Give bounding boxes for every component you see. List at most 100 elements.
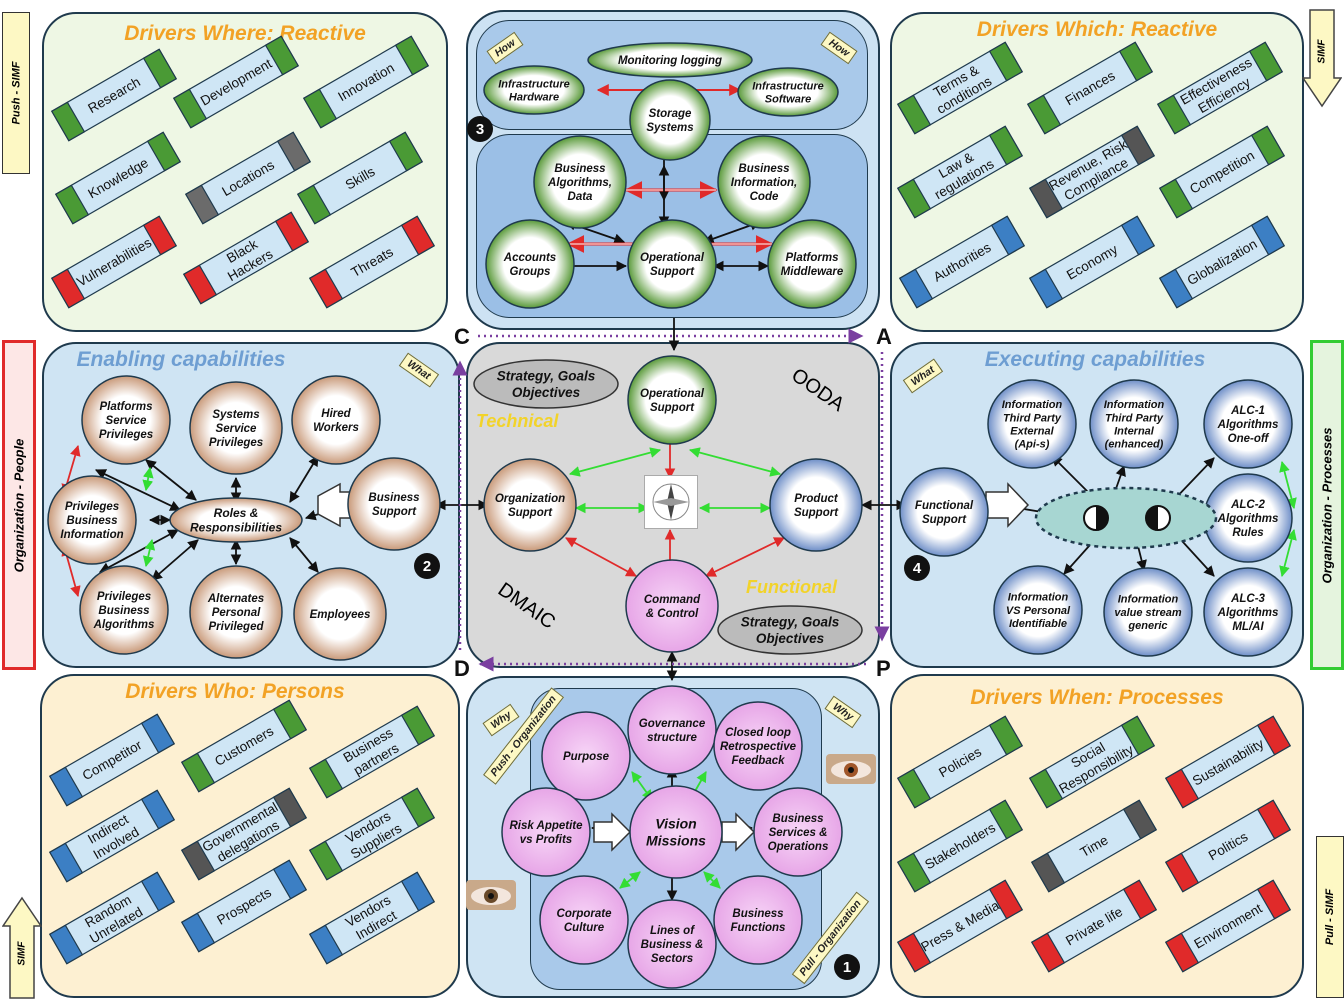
- node-infra-hardware: [483, 65, 585, 115]
- simf-arrow-down: SIMF: [1302, 8, 1342, 108]
- connector-arrow: [99, 529, 179, 573]
- driver-which-item-8: Globalization: [1158, 215, 1286, 309]
- org-processes-label: Organization - Processes: [1310, 340, 1344, 670]
- driver-where-item-4: Locations: [184, 131, 312, 225]
- driver-which-item-0: Terms &conditions: [896, 41, 1024, 135]
- node-vision-missions: [629, 785, 723, 879]
- simf-bottom-left-text: SIMF: [16, 941, 28, 966]
- panel-title-where: Drivers Where: Reactive: [124, 22, 366, 45]
- connector-arrow: [688, 447, 782, 477]
- node-purpose-label: Purpose: [563, 751, 610, 763]
- hub-ellipse: [1034, 486, 1218, 550]
- connector-arrow: [142, 466, 154, 492]
- node-privileges-information: [47, 475, 137, 565]
- hub-node-left-half: [1096, 506, 1108, 530]
- pull-simf-label: Pull - SIMF: [1316, 836, 1344, 998]
- driver-which-item-2: EffectivenessEfficiency: [1156, 41, 1284, 135]
- node-employees-label: Employees: [310, 609, 371, 621]
- marker-1: 1: [834, 954, 860, 980]
- driver-where-item-5: Skills: [296, 131, 424, 225]
- driver-which-item-6: Authorities: [898, 215, 1026, 309]
- panel-title-enabling: Enabling capabilities: [76, 348, 286, 371]
- node-closed-loop: [713, 701, 803, 791]
- driver-which-item-7: Economy: [1028, 215, 1156, 309]
- node-employees: [293, 567, 387, 661]
- connector-arrow: [95, 469, 181, 511]
- panel-title-who: Drivers Who: Persons: [125, 680, 345, 703]
- driver-who-item-2: Businesspartners: [308, 705, 436, 799]
- node-storage-systems: [629, 79, 711, 161]
- node-platforms-privileges: [81, 375, 171, 465]
- connector-arrow: [705, 537, 785, 577]
- node-lines-of-business: [627, 899, 717, 989]
- letter-p: P: [876, 656, 891, 681]
- org-people-label: Organization - People: [2, 340, 36, 670]
- node-business-services: [753, 787, 843, 877]
- connector-arrow: [1279, 460, 1297, 510]
- driver-which-item-4: Revenue, RiskCompliance: [1028, 125, 1156, 219]
- node-alc3: [1203, 567, 1293, 657]
- connector-arrow: [619, 871, 641, 889]
- simf-top-right-text: SIMF: [1316, 39, 1328, 64]
- connector-arrow: [1279, 528, 1297, 578]
- driver-who-item-6: RandomUnrelated: [48, 871, 176, 965]
- node-info-value-stream: [1103, 567, 1193, 657]
- driver-where-item-1: Development: [172, 35, 300, 129]
- driver-who-item-1: Customers: [180, 699, 308, 793]
- driver-where-item-8: Threats: [308, 215, 436, 309]
- eye-image-left: [466, 880, 516, 910]
- driver-when-item-5: Politics: [1164, 799, 1292, 893]
- node-platforms-middleware: [767, 219, 857, 309]
- node-operational-support-center: [627, 355, 717, 445]
- driver-when-item-8: Environment: [1164, 879, 1292, 973]
- node-alternates-privileged: [189, 565, 283, 659]
- block-arrow-functional-support: [985, 482, 1030, 528]
- eye-image-right: [826, 754, 876, 784]
- letter-d: D: [454, 656, 470, 681]
- node-infra-software: [737, 67, 839, 117]
- node-info-third-party-external: [987, 379, 1077, 469]
- driver-where-item-6: Vulnerabilities: [50, 215, 178, 309]
- node-accounts-groups: [485, 219, 575, 309]
- connector-arrow: [151, 539, 199, 581]
- connector-arrow: [703, 871, 721, 889]
- node-command-control: [625, 559, 719, 653]
- node-monitoring: [587, 42, 753, 78]
- node-risk-appetite: [501, 787, 591, 877]
- driver-which-item-3: Law &regulations: [896, 125, 1024, 219]
- node-business-algorithms: [533, 135, 627, 229]
- node-systems-privileges: [189, 381, 283, 475]
- node-organization-support: [483, 458, 577, 552]
- panel-title-when: Drivers When: Processes: [970, 686, 1224, 709]
- node-purpose: [541, 711, 631, 801]
- marker-3: 3: [467, 116, 493, 142]
- letter-c: C: [454, 324, 470, 349]
- driver-where-item-2: Innovation: [302, 35, 430, 129]
